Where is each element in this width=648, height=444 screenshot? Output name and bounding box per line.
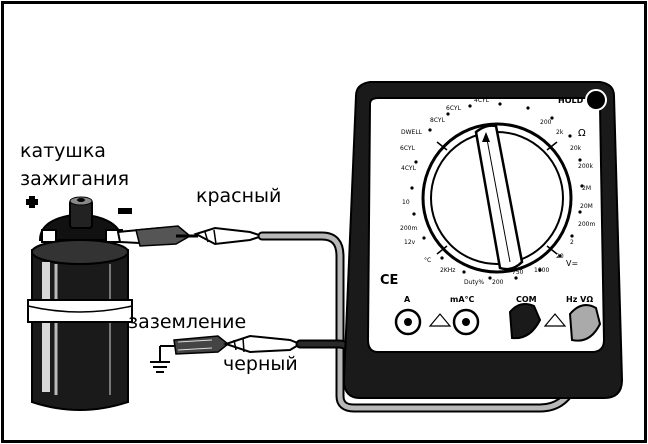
dial-label: 20	[556, 253, 564, 260]
jack-label: A	[404, 295, 411, 304]
dial-label: 12v	[404, 239, 416, 246]
dial-label: 200m	[400, 225, 417, 232]
plus-sign-icon	[26, 196, 38, 208]
input-jacks	[394, 303, 602, 342]
dial-label: 200k	[578, 163, 593, 170]
dial-label: 8CYL	[430, 117, 446, 124]
jack-label: Hz VΩ	[566, 295, 593, 304]
black-lead-label: черный	[223, 353, 298, 375]
dial-label: 6CYL	[400, 145, 416, 152]
jack-label: COM	[516, 295, 537, 304]
minus-sign-icon	[118, 208, 132, 214]
ground-symbol-icon	[150, 346, 170, 373]
dial-label: Ω	[578, 128, 586, 139]
hold-label: HOLD	[558, 96, 584, 105]
ground-label: заземление	[128, 311, 247, 333]
dial-label: 6CYL	[446, 105, 462, 112]
dial-label: °C	[424, 257, 431, 264]
dial-label: 200	[492, 279, 504, 286]
dial-label: 2KHz	[440, 267, 455, 274]
coil-label-line-2: зажигания	[20, 168, 130, 190]
warning-triangle-icon	[428, 313, 452, 327]
dial-label: 2M	[582, 185, 591, 192]
hold-button	[585, 89, 607, 111]
v-ohm-plug	[568, 304, 602, 342]
dial-label: 2k	[556, 129, 564, 136]
red-lead-label: красный	[196, 185, 282, 207]
dial-label: 2	[570, 239, 574, 246]
dial-label: 1000	[534, 267, 549, 274]
dial-label: 20M	[580, 203, 593, 210]
jack-label: mA°C	[450, 295, 475, 304]
dial-label: DWELL	[401, 129, 423, 136]
warning-triangle-icon	[543, 313, 567, 327]
dial-label: 200m	[578, 221, 595, 228]
dial-label: Duty%	[464, 279, 484, 286]
red-test-lead	[116, 225, 603, 413]
com-plug	[508, 303, 542, 340]
multimeter: CE HOLD DWELL 6CYL 4CYL 10 200m 12v °C 2…	[342, 81, 624, 399]
coil-label-line-1: катушка	[20, 140, 106, 162]
dial-label: 20k	[570, 145, 582, 152]
dial-label: V=	[566, 259, 578, 268]
dial-label: 4CYL	[474, 97, 490, 104]
ignition-coil	[26, 196, 133, 411]
dial-label: 200	[540, 119, 552, 126]
dial-label: 4CYL	[401, 165, 417, 172]
dial-label: 750	[512, 269, 524, 276]
ce-mark: CE	[380, 273, 398, 288]
dial-label: 10	[402, 199, 410, 206]
